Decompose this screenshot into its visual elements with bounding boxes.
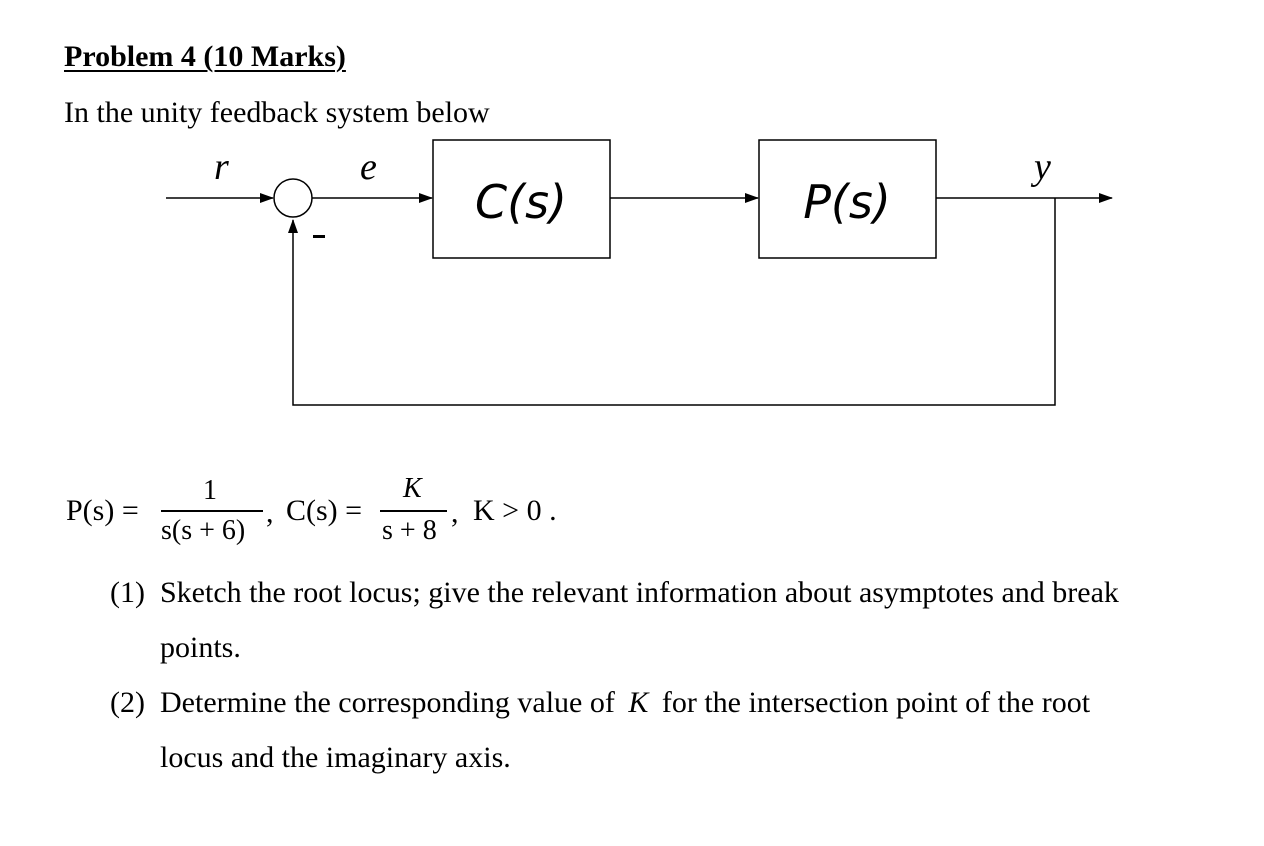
signal-e-label: e	[360, 146, 377, 188]
plant-block-label: P(s)	[803, 175, 891, 229]
question-1-text-line-2: points.	[160, 631, 241, 664]
minus-sign-mark	[313, 235, 325, 238]
controller-tf-lhs: C(s) =	[286, 494, 363, 527]
question-1-text-line-1: Sketch the root locus; give the relevant…	[160, 576, 1119, 609]
question-2-text-line-2: locus and the imaginary axis.	[160, 741, 511, 774]
signal-r-label: r	[214, 146, 229, 188]
controller-tf-numerator: K	[403, 473, 422, 504]
controller-tf-fraction-bar	[380, 510, 447, 512]
separator-comma-2: ,	[451, 496, 459, 529]
plant-tf-denominator: s(s + 6)	[161, 515, 246, 546]
problem-intro: In the unity feedback system below	[64, 96, 490, 129]
separator-comma-1: ,	[266, 496, 274, 529]
question-2-variable-k: K	[628, 686, 649, 719]
summing-junction	[273, 178, 313, 218]
gain-condition: K > 0 .	[473, 494, 557, 527]
question-2-text-pre: Determine the corresponding value of	[160, 686, 615, 719]
problem-title: Problem 4 (10 Marks)	[64, 40, 346, 73]
feedback-path	[288, 198, 1056, 406]
plant-tf-fraction-bar	[161, 510, 263, 512]
plant-tf-lhs: P(s) =	[66, 494, 139, 527]
controller-tf-denominator: s + 8	[382, 515, 437, 546]
question-2-text-post: for the intersection point of the root	[661, 686, 1091, 719]
question-2-number: (2)	[110, 686, 145, 719]
controller-block	[432, 139, 611, 259]
controller-block-label: C(s)	[475, 175, 567, 229]
plant-block	[758, 139, 937, 259]
signal-y-label: y	[1030, 146, 1051, 188]
plant-tf-numerator: 1	[203, 475, 217, 506]
question-2-text-line-1: Determine the corresponding value of K f…	[160, 686, 1090, 720]
question-1-number: (1)	[110, 576, 145, 609]
